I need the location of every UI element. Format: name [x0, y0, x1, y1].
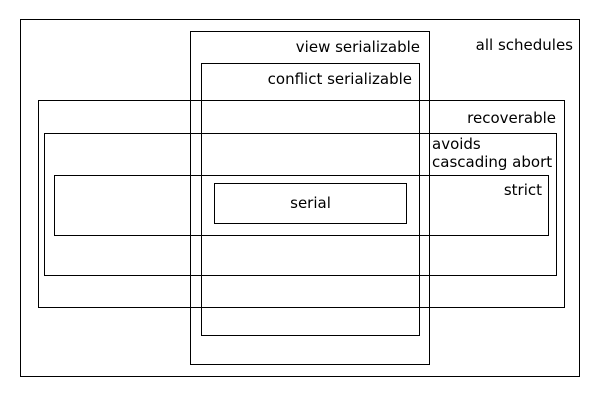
region-label-conflict-serializable: conflict serializable	[267, 70, 412, 88]
region-view-serializable	[190, 31, 430, 365]
region-recoverable	[38, 100, 565, 308]
region-all-schedules	[20, 19, 580, 377]
region-label-strict: strict	[503, 181, 542, 199]
region-conflict-serializable	[201, 63, 420, 336]
region-serial	[214, 183, 407, 224]
region-label-serial: serial	[290, 194, 331, 212]
region-avoids-cascading-abort	[44, 133, 557, 276]
region-label-all-schedules: all schedules	[475, 36, 573, 54]
region-label-avoids-cascading-abort: avoids cascading abort	[432, 135, 553, 171]
region-label-recoverable: recoverable	[467, 109, 556, 127]
region-strict	[54, 175, 549, 236]
region-label-view-serializable: view serializable	[295, 38, 420, 56]
